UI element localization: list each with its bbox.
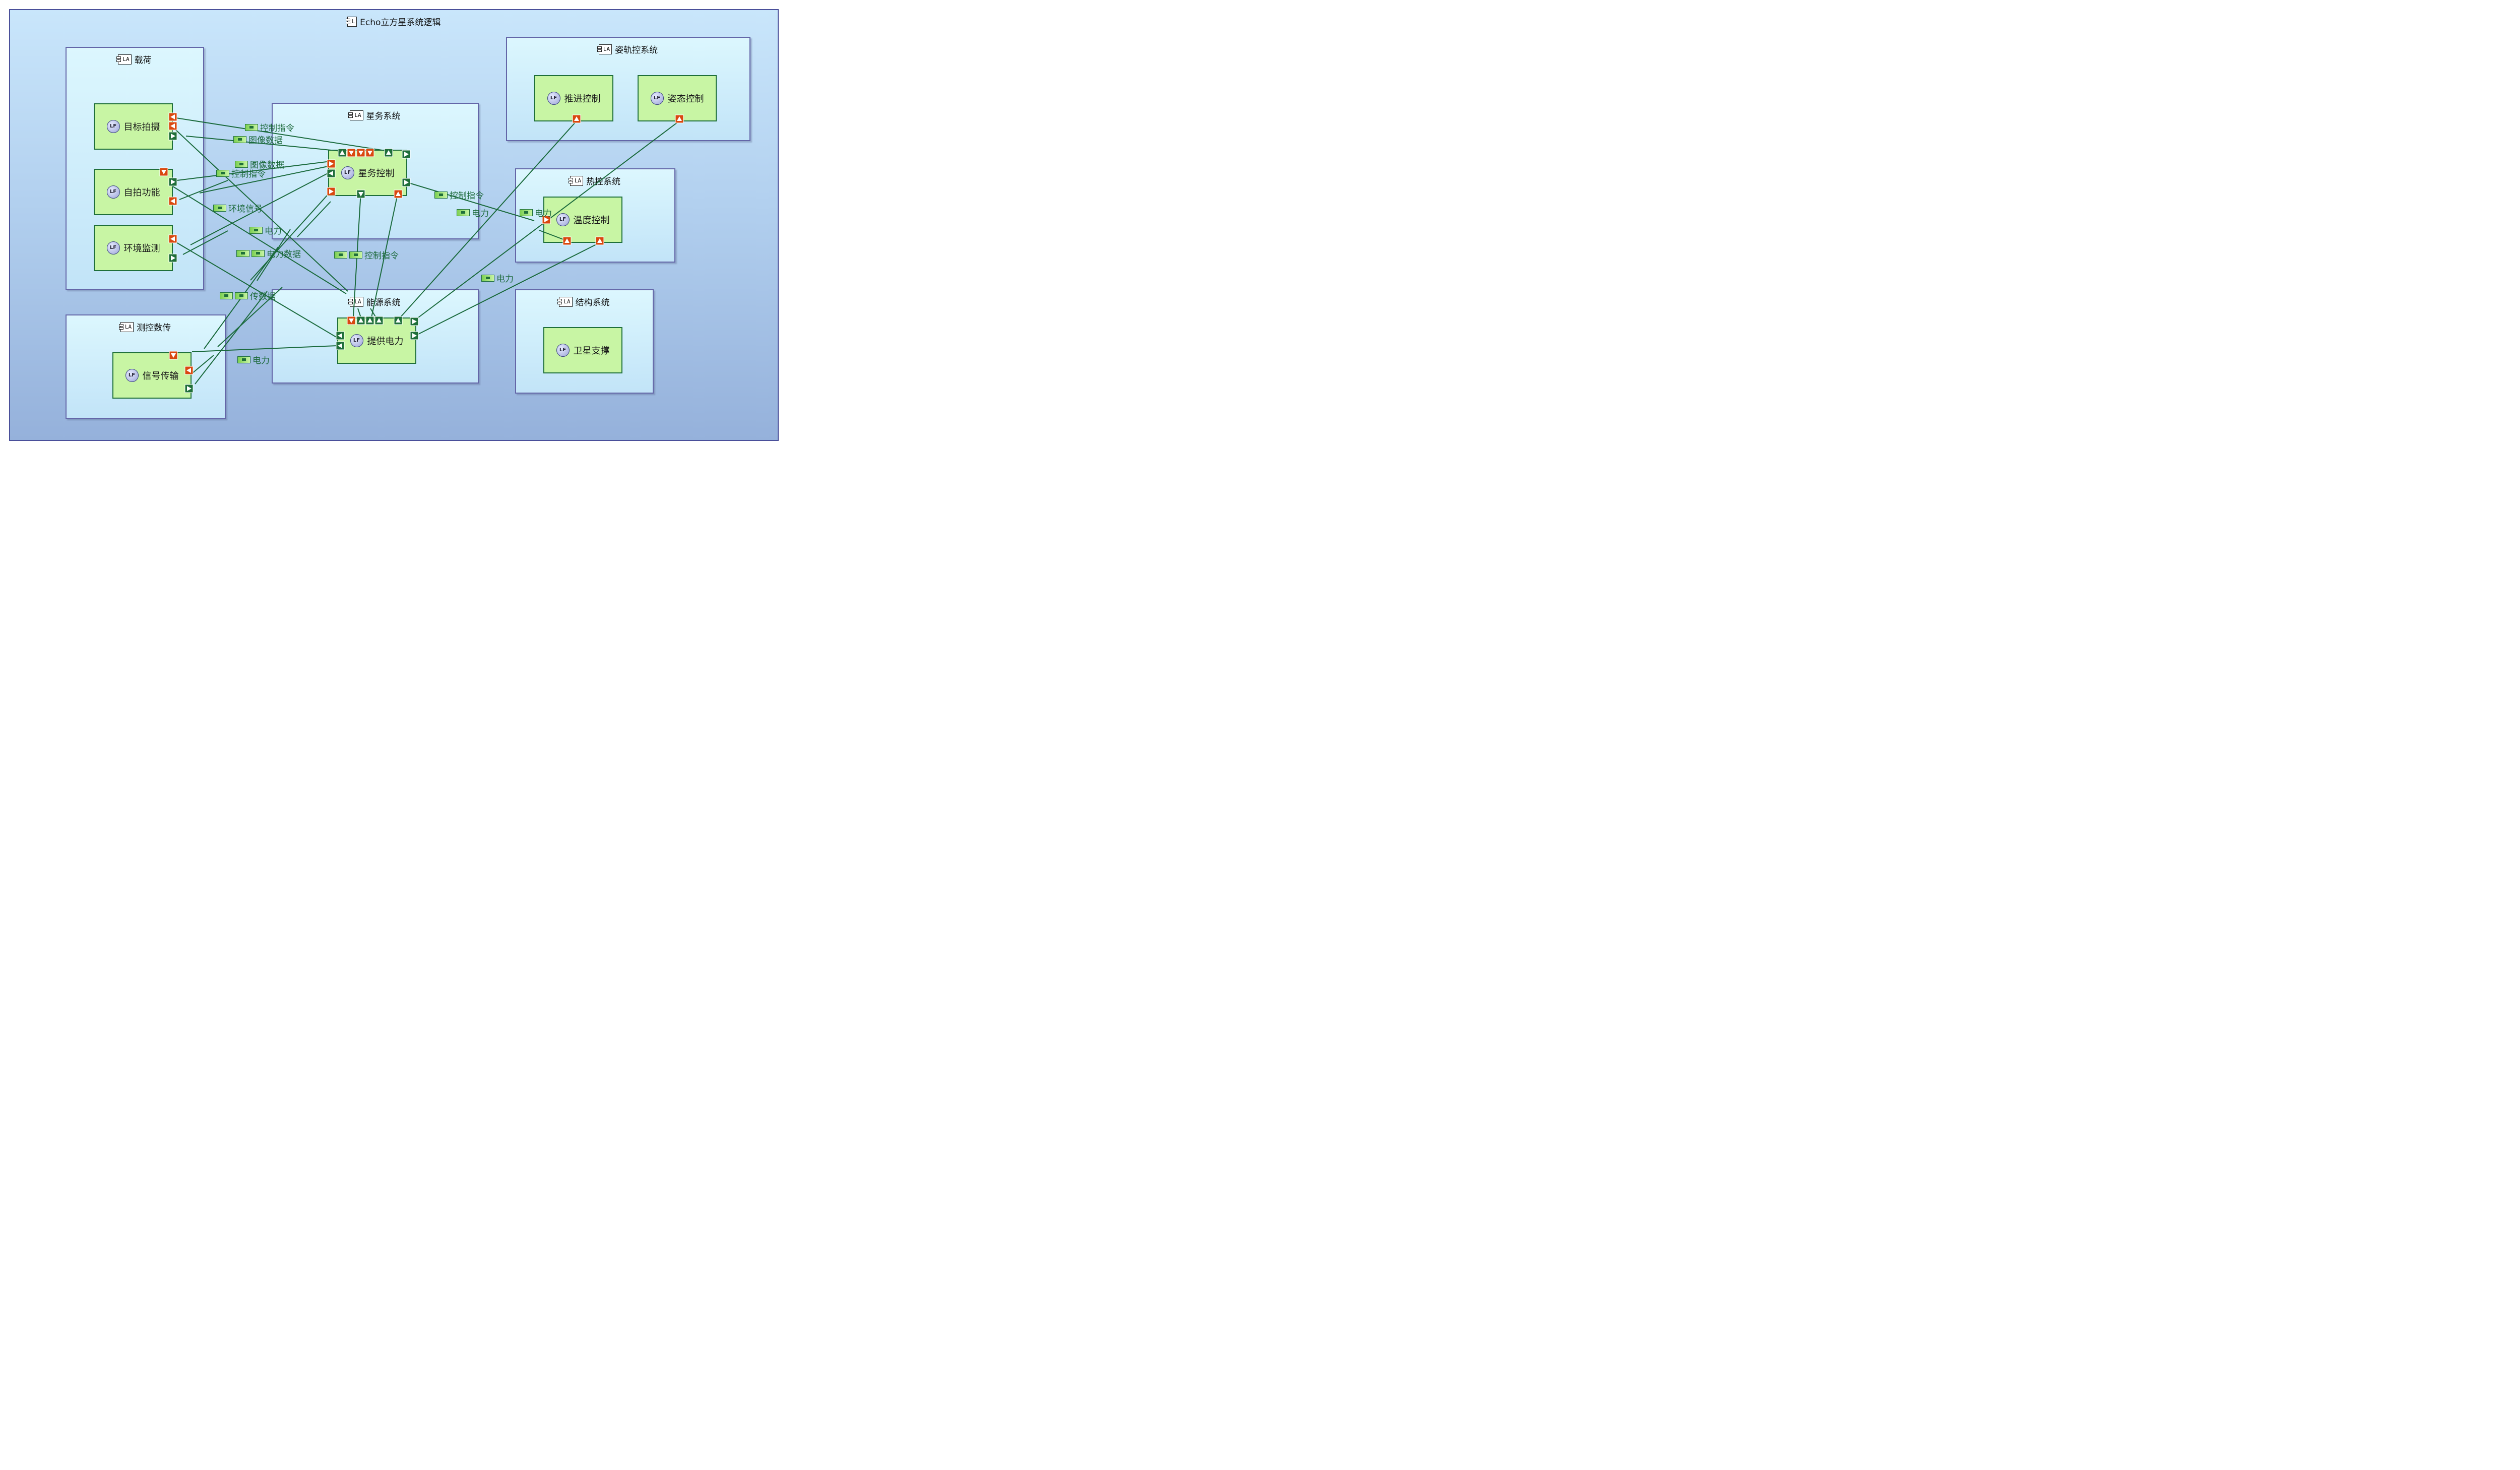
exchange-icon: [213, 204, 226, 212]
function-temp-control[interactable]: LF 温度控制: [543, 197, 622, 243]
function-label: 推进控制: [564, 94, 601, 104]
exchange-label[interactable]: 控制指令: [434, 188, 484, 201]
container-title: LA 载荷: [67, 53, 203, 66]
container-title-text: 测控数传: [137, 323, 171, 333]
function-provide-power[interactable]: LF 提供电力: [337, 317, 416, 364]
logical-function-icon: LF: [106, 241, 120, 254]
logical-function-icon: LF: [106, 185, 120, 199]
logical-function-icon: LF: [125, 369, 139, 382]
container-title-text: 结构系统: [575, 298, 610, 308]
container-title: LA 测控数传: [67, 321, 225, 333]
exchange-icon: [237, 356, 250, 363]
logical-actor-icon: LA: [597, 44, 612, 54]
diagram-title-text: Echo立方星系统逻辑: [360, 18, 441, 28]
logical-function-icon: LF: [341, 166, 354, 179]
function-target-shoot[interactable]: LF 目标拍摄: [94, 103, 173, 150]
exchange-label[interactable]: 电力: [481, 272, 514, 284]
exchange-icon: [245, 123, 258, 131]
exchange-label[interactable]: 电力: [249, 224, 282, 236]
function-propulsion[interactable]: LF 推进控制: [534, 75, 613, 121]
function-signal-tx[interactable]: LF 信号传输: [112, 352, 192, 399]
logical-actor-icon: LA: [348, 296, 363, 307]
logical-function-icon: LF: [556, 344, 570, 357]
container-title: LA 热控系统: [516, 174, 674, 187]
exchange-icon: [481, 274, 494, 282]
exchange-label[interactable]: 控制指令: [216, 167, 266, 179]
function-label: 信号传输: [142, 371, 179, 381]
logical-function-icon: LF: [106, 120, 120, 133]
exchange-label[interactable]: 图像数据: [235, 158, 284, 170]
function-label: 星务控制: [358, 168, 395, 179]
exchange-icon: [251, 249, 265, 257]
logical-actor-icon: LA: [348, 110, 363, 120]
function-label: 提供电力: [367, 336, 404, 347]
function-label: 环境监测: [123, 243, 160, 254]
exchange-icon: [220, 292, 233, 299]
container-title: LA 能源系统: [273, 295, 478, 308]
container-title-text: 热控系统: [586, 177, 621, 187]
logical-function-icon: LF: [556, 213, 570, 226]
logical-architecture-icon: L: [345, 16, 357, 27]
container-title: LA 星务系统: [273, 109, 478, 121]
exchange-label[interactable]: 传数据: [220, 289, 276, 302]
exchange-icon: [520, 209, 533, 216]
function-env-monitor[interactable]: LF 环境监测: [94, 225, 173, 271]
exchange-label[interactable]: 控制指令: [245, 121, 294, 134]
logical-actor-icon: LA: [116, 54, 132, 65]
logical-function-icon: LF: [350, 334, 363, 347]
exchange-label[interactable]: 电力数据: [236, 247, 301, 260]
function-label: 姿态控制: [667, 94, 704, 104]
function-sat-support[interactable]: LF 卫星支撑: [543, 327, 622, 373]
exchange-icon: [249, 226, 263, 234]
exchange-label[interactable]: 控制指令: [334, 248, 399, 261]
exchange-icon: [236, 249, 249, 257]
function-label: 自拍功能: [123, 187, 160, 198]
diagram-title: L Echo立方星系统逻辑: [10, 15, 778, 28]
container-title-text: 姿轨控系统: [615, 45, 658, 55]
exchange-label[interactable]: 电力: [520, 206, 552, 219]
exchange-icon: [235, 160, 248, 168]
container-title: LA 姿轨控系统: [507, 43, 749, 55]
exchange-label[interactable]: 电力: [237, 353, 270, 366]
function-label: 卫星支撑: [573, 346, 610, 356]
exchange-label[interactable]: 电力: [457, 206, 489, 219]
exchange-label[interactable]: 图像数据: [233, 133, 283, 146]
container-title-text: 能源系统: [366, 298, 401, 308]
logical-actor-icon: LA: [118, 322, 134, 332]
function-obdh-control[interactable]: LF 星务控制: [328, 150, 407, 196]
exchange-icon: [334, 251, 347, 259]
exchange-label[interactable]: 环境信号: [213, 202, 263, 214]
function-label: 目标拍摄: [123, 122, 160, 133]
function-selfie[interactable]: LF 自拍功能: [94, 169, 173, 215]
exchange-icon: [457, 209, 470, 216]
container-title-text: 星务系统: [366, 111, 401, 121]
exchange-icon: [216, 169, 229, 177]
exchange-icon: [235, 292, 248, 299]
function-label: 温度控制: [573, 215, 610, 226]
container-title-text: 载荷: [134, 55, 152, 66]
exchange-icon: [434, 191, 448, 199]
logical-function-icon: LF: [547, 92, 560, 105]
logical-actor-icon: LA: [568, 175, 584, 186]
logical-actor-icon: LA: [557, 296, 573, 307]
function-attitude[interactable]: LF 姿态控制: [638, 75, 717, 121]
exchange-icon: [233, 136, 246, 143]
exchange-icon: [349, 251, 362, 259]
container-title: LA 结构系统: [516, 295, 653, 308]
logical-function-icon: LF: [650, 92, 664, 105]
